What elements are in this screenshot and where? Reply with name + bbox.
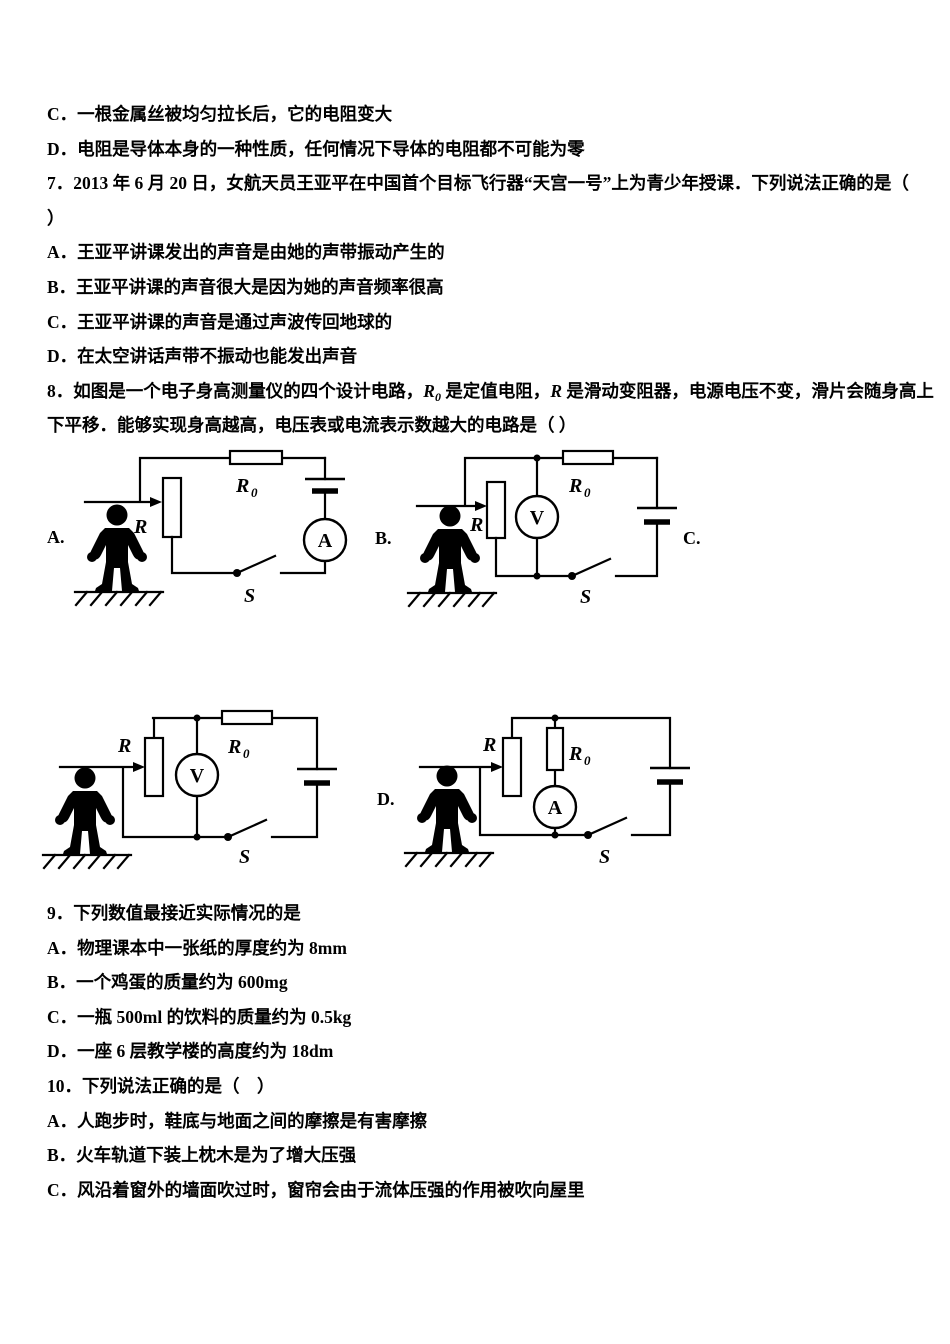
line-q9-option-b: B．一个鸡蛋的质量约为 600mg <box>47 972 288 992</box>
q8-text-1: 8．如图是一个电子身高测量仪的四个设计电路， <box>47 381 424 401</box>
fixed-resistor <box>228 449 284 466</box>
person-figure <box>41 766 133 870</box>
line-q10-option-a: A．人跑步时，鞋底与地面之间的摩擦是有害摩擦 <box>47 1111 428 1131</box>
wire <box>170 456 327 575</box>
line-q8-stem-2: 下平移．能够实现身高越高，电压表或电流表示数越大的电路是（ ） <box>47 415 577 435</box>
line-q7-stem: 7．2013 年 6 月 20 日，女航天员王亚平在中国首个目标飞行器“天宫一号… <box>47 173 909 193</box>
ammeter <box>302 517 348 563</box>
rheostat-label: R <box>482 734 496 756</box>
voltmeter-letter: V <box>530 507 545 529</box>
rheostat-label: R <box>469 514 483 536</box>
fixed-resistor-label-sub: 0 <box>251 485 258 500</box>
line-q7-option-d: D．在太空讲话声带不振动也能发出声音 <box>47 346 358 366</box>
q8-text-2: 是定值电阻， <box>440 381 551 401</box>
line-q9-option-d: D．一座 6 层教学楼的高度约为 18dm <box>47 1041 334 1061</box>
line-q7-stem-close: ） <box>47 208 65 228</box>
q8-text-3: 是滑动变阻器，电源电压不变，滑片会随身高上 <box>562 381 934 401</box>
circuit-diagram-a: A R R 0 S <box>73 449 348 607</box>
fixed-resistor-label-sub: 0 <box>584 753 591 768</box>
junction-dot <box>551 714 559 722</box>
figure-label-a: A. <box>47 527 65 547</box>
line-q8-stem-1: 8．如图是一个电子身高测量仪的四个设计电路，R0 是定值电阻，R 是滑动变阻器，… <box>47 381 934 408</box>
switch-lever <box>586 816 628 837</box>
ammeter-letter: A <box>318 530 333 552</box>
wire <box>494 456 659 578</box>
line-q7-option-c: C．王亚平讲课的声音是通过声波传回地球的 <box>47 312 393 332</box>
q8-var-r: R <box>550 381 562 401</box>
junction-dot <box>193 714 201 722</box>
q8-var-r0: R <box>423 381 435 401</box>
line-q10-stem: 10．下列说法正确的是（ ） <box>47 1076 275 1096</box>
fixed-resistor-label: R <box>235 475 249 497</box>
circuit-diagram-b: V R R 0 S <box>406 449 677 608</box>
rheostat-label: R <box>133 516 147 538</box>
fixed-resistor-label-sub: 0 <box>243 746 250 761</box>
switch-lever <box>226 818 268 839</box>
wire <box>83 456 327 504</box>
fixed-resistor-label: R <box>568 475 582 497</box>
voltmeter <box>514 494 560 540</box>
fixed-resistor <box>561 449 615 466</box>
fixed-resistor <box>220 709 274 726</box>
slider-arrow-icon <box>475 501 487 511</box>
fixed-resistor-label: R <box>568 743 582 765</box>
line-q7-option-a: A．王亚平讲课发出的声音是由她的声带振动产生的 <box>47 242 445 262</box>
line-q10-option-b: B．火车轨道下装上枕木是为了增大压强 <box>47 1145 357 1165</box>
ammeter <box>532 784 578 830</box>
switch-lever <box>570 557 612 578</box>
fixed-resistor-label: R <box>227 736 241 758</box>
switch-label: S <box>580 586 591 608</box>
person-figure <box>73 503 165 607</box>
junction-dot <box>533 454 541 462</box>
line-q9-option-a: A．物理课本中一张纸的厚度约为 8mm <box>47 938 347 958</box>
line-q7-option-b: B．王亚平讲课的声音很大是因为她的声音频率很高 <box>47 277 444 297</box>
switch-label: S <box>239 846 250 868</box>
rheostat <box>501 736 523 798</box>
junction-dot <box>551 831 559 839</box>
voltmeter-letter: V <box>190 765 205 787</box>
junction-dot <box>533 572 541 580</box>
ammeter-letter: A <box>548 797 563 819</box>
rheostat <box>485 480 507 540</box>
figure-label-d: D. <box>377 789 395 809</box>
line-q9-option-c: C．一瓶 500ml 的饮料的质量约为 0.5kg <box>47 1007 352 1027</box>
rheostat-label: R <box>117 735 131 757</box>
slider-arrow-icon <box>491 762 503 772</box>
slider-arrow-icon <box>150 497 162 507</box>
line-q6-option-c: C．一根金属丝被均匀拉长后，它的电阻变大 <box>47 104 393 124</box>
slider-arrow-icon <box>133 762 145 772</box>
q8-var-r0-subscript: 0 <box>434 390 441 404</box>
line-q9-stem: 9．下列数值最接近实际情况的是 <box>47 903 301 923</box>
rheostat <box>143 736 165 798</box>
line-q6-option-d: D．电阻是导体本身的一种性质，任何情况下导体的电阻都不可能为零 <box>47 139 585 159</box>
line-q10-option-c: C．风沿着窗外的墙面吹过时，窗帘会由于流体压强的作用被吹向屋里 <box>47 1180 585 1200</box>
fixed-resistor <box>545 726 565 772</box>
circuit-diagram-d: A R R 0 S <box>403 714 690 868</box>
fixed-resistor-label-sub: 0 <box>584 485 591 500</box>
junction-dot <box>193 833 201 841</box>
switch-label: S <box>599 846 610 868</box>
switch-label: S <box>244 585 255 607</box>
switch-lever <box>235 554 277 575</box>
circuit-diagram-c: V R R 0 S <box>41 709 337 870</box>
figure-label-c: C. <box>683 528 701 548</box>
figure-label-b: B. <box>375 528 392 548</box>
voltmeter <box>174 752 220 798</box>
rheostat <box>161 476 183 539</box>
